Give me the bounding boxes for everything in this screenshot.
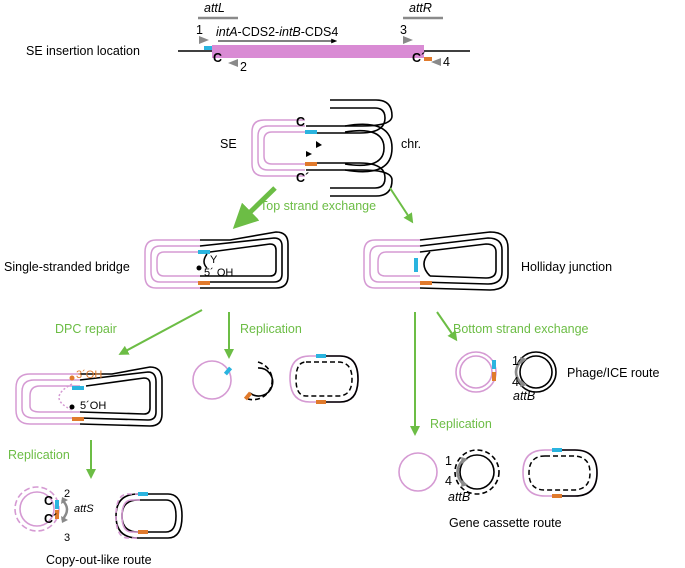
phage-route-label: Phage/ICE route <box>567 366 659 380</box>
se-C-prime-label: C´ <box>296 171 309 185</box>
cassette-attB-label: attB <box>448 490 470 504</box>
attL-label: attL <box>204 1 225 15</box>
bridge-Y-label: Y <box>210 254 218 266</box>
replication-1-products <box>192 354 359 404</box>
primer-1-label: 1 <box>196 23 203 37</box>
gene-cassette-label: Gene cassette route <box>449 516 562 530</box>
arrow-to-bridge <box>232 186 277 229</box>
copy-out-label: Copy-out-like route <box>46 553 152 567</box>
copy-out-route: C C´ 2 3 attS Copy-out-like route <box>14 486 183 567</box>
se-label: SE <box>220 137 237 151</box>
dpc-repaired-structure: 3´OH 5´OH <box>15 366 163 427</box>
bottom-strand-exchange-label: Bottom strand exchange <box>453 322 589 336</box>
copy-out-2-label: 2 <box>64 488 70 500</box>
cassette-4-label: 4 <box>445 474 452 488</box>
primer-4-label: 4 <box>443 55 450 69</box>
top-strand-exchange-label: Top strand exchange <box>260 199 376 213</box>
bridge-5oh-label: 5´ OH <box>204 267 233 279</box>
replication-2-label: Replication <box>8 448 70 462</box>
chr-label: chr. <box>401 137 421 151</box>
copy-out-3-label: 3 <box>64 532 70 544</box>
phage-4-label: 4 <box>512 375 519 389</box>
arrow-dpc-repair <box>118 309 203 355</box>
arrow-bottom-exchange <box>436 311 458 342</box>
cassette-1-label: 1 <box>445 454 452 468</box>
holliday-label: Holliday junction <box>521 260 612 274</box>
bridge-label: Single-stranded bridge <box>4 260 130 274</box>
primer-4-arrow <box>431 58 441 66</box>
attR-label: attR <box>409 1 432 15</box>
cassette-label: intA-CDS2-intB-CDS4 <box>216 25 338 39</box>
holliday-junction: Holliday junction <box>363 231 612 291</box>
se-C-label: C <box>296 115 305 129</box>
se-insert-bar <box>212 45 424 58</box>
primer-2-arrow <box>228 59 238 67</box>
single-stranded-bridge: Single-stranded bridge Y 5´ OH <box>4 231 289 289</box>
left-C-label: C <box>213 51 222 65</box>
dpc-repair-label: DPC repair <box>55 322 117 336</box>
replication-3-label: Replication <box>430 417 492 431</box>
attR-orange-core <box>424 57 432 61</box>
copy-out-C-label: C <box>44 494 53 508</box>
se-complex: SE chr. C C´ <box>220 99 421 197</box>
right-C-prime-label: C´ <box>412 51 425 65</box>
copy-out-attS-label: attS <box>74 503 94 515</box>
primer-3-label: 3 <box>400 23 407 37</box>
replication-1-label: Replication <box>240 322 302 336</box>
insertion-location-label: SE insertion location <box>26 44 140 58</box>
phage-route: 1 4 attB Phage/ICE route <box>455 351 659 403</box>
primer-1-arrow <box>199 36 209 44</box>
repair-3oh-label: 3´OH <box>76 369 102 381</box>
phage-1-label: 1 <box>512 354 519 368</box>
repair-5oh-label: 5´OH <box>80 400 106 412</box>
arrow-to-holliday <box>389 187 414 224</box>
copy-out-C-prime-label: C´ <box>44 512 57 526</box>
primer-3-arrow <box>403 36 413 44</box>
gene-cassette-route: 1 4 attB Gene cassette route <box>398 448 598 530</box>
insertion-location-panel: SE insertion location attL attR intA-CDS… <box>26 1 470 74</box>
phage-attB-label: attB <box>513 389 535 403</box>
primer-2-label: 2 <box>240 60 247 74</box>
attL-cyan-core <box>204 46 212 50</box>
